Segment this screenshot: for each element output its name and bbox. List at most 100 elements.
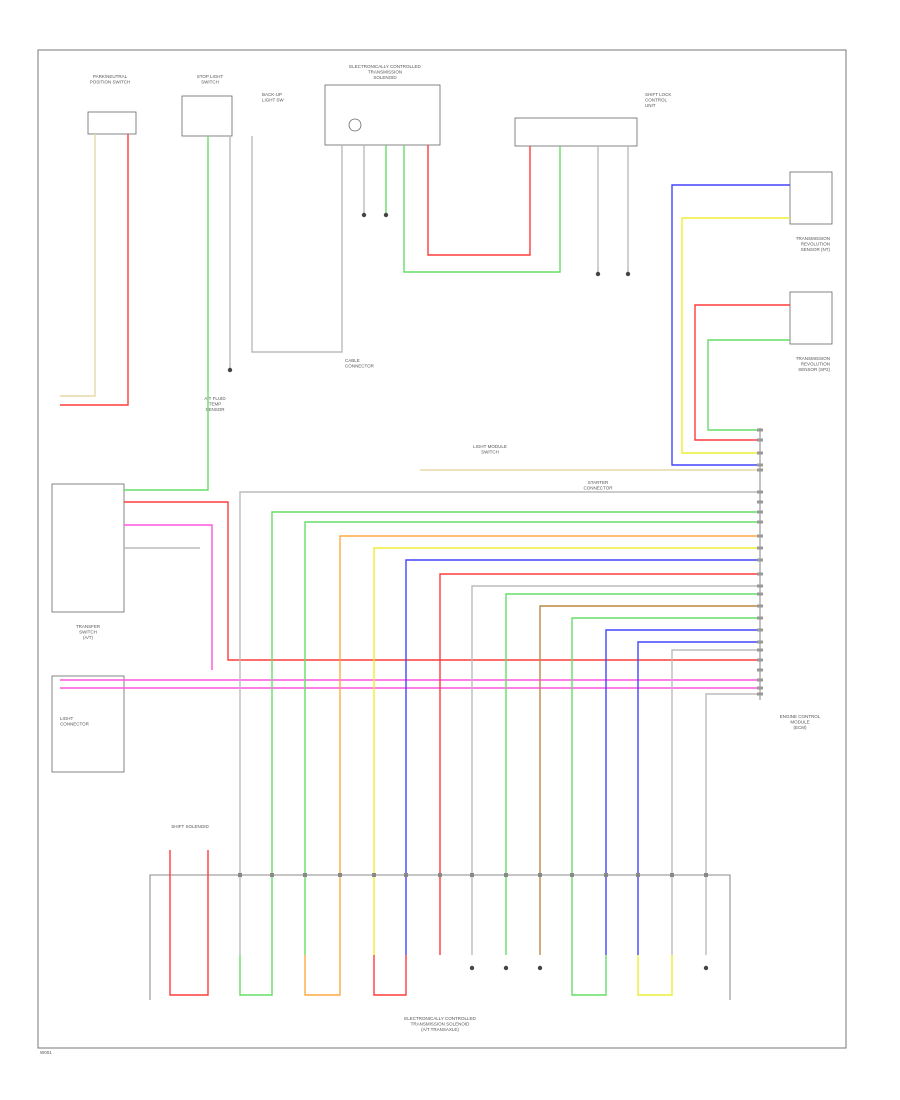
speed-sensor-2-box: [789, 291, 833, 345]
neutral-switch-box: [87, 111, 137, 135]
ecm-pin-16: [757, 604, 763, 608]
wire-sensor1-blue: [671, 184, 790, 466]
wire-backup-loop: [251, 136, 343, 353]
wire-sensor2-red: [694, 304, 790, 441]
page-frame: [37, 49, 847, 1049]
ecm-pin-2: [757, 438, 763, 442]
neutral-switch-label-line: POSITION SWITCH: [90, 80, 131, 85]
light-connector-box: [51, 675, 125, 773]
wire-solenoid-loop-1: [169, 850, 209, 996]
wire-ecm-solenoid-2: [271, 511, 760, 955]
starter-connector-label-line: CONNECTOR: [584, 486, 614, 491]
ecm-pin-20: [757, 648, 763, 652]
light-module-label-line: SWITCH: [481, 450, 499, 455]
wire-solenoid-loop-4: [373, 955, 407, 996]
ground-terminal: [361, 212, 367, 218]
shift-lever-box: [514, 117, 638, 147]
speed-sensor-2-label-line: SENSOR (SP2): [798, 367, 830, 372]
bottom-unit-label-line: TRANSMISSION SOLENOID: [411, 1022, 471, 1027]
solenoid-ground-2: [503, 965, 509, 971]
bottom-pin-8: [470, 873, 474, 877]
ecm-pin-14: [757, 584, 763, 588]
wire-sensor2-green: [707, 339, 790, 431]
bottom-pin-6: [404, 873, 408, 877]
wire-ecu-red-loop: [427, 145, 531, 256]
ecu-top-box: [324, 84, 441, 146]
ecm-label-line: ENGINE CONTROL: [780, 714, 821, 719]
ecm-pin-22: [757, 668, 763, 672]
bottom-pin-1: [238, 873, 242, 877]
ecm-pin-10: [757, 534, 763, 538]
speed-sensor-2-label-line: TRANSMISSION: [796, 356, 830, 361]
ecm-pin-19: [757, 640, 763, 644]
neutral-switch-label-line: PARK/NEUTRAL: [93, 74, 128, 79]
ground-terminal: [383, 212, 389, 218]
bottom-pin-11: [570, 873, 574, 877]
bottom-pin-14: [670, 873, 674, 877]
wire-ecm-solenoid-10: [539, 605, 760, 955]
light-connector-label-line: LIGHT: [60, 716, 74, 721]
bottom-pin-3: [303, 873, 307, 877]
bottom-pin-7: [438, 873, 442, 877]
bottom-pin-12: [604, 873, 608, 877]
ecm-pin-12: [757, 558, 763, 562]
shift-lever-label-line: UNIT: [645, 103, 656, 108]
wire-ecm-solenoid-13: [637, 641, 760, 955]
starter-connector-label-line: STARTER: [588, 480, 609, 485]
light-connector-label-line: CONNECTOR: [60, 722, 90, 727]
ecm-pin-9: [757, 520, 763, 524]
ecm-pin-25: [757, 692, 763, 696]
wire-ecm-solenoid-11: [571, 617, 760, 955]
atf-sensor-label-line: SENSOR: [205, 407, 225, 412]
ecm-label-line: MODULE: [790, 720, 809, 725]
ecu-top-label-line: ELECTRONICALLY CONTROLLED: [349, 64, 421, 69]
bottom-pin-10: [538, 873, 542, 877]
ecm-label-line: (ECM): [794, 725, 807, 730]
wire-solenoid-loop-5: [571, 955, 607, 996]
wire-ecm-solenoid-15: [705, 693, 760, 955]
wire-solenoid-loop-3: [304, 955, 341, 996]
bottom-pin-4: [338, 873, 342, 877]
ecm-pin-3: [757, 451, 763, 455]
cable-connector-label-line: CONNECTOR: [345, 364, 375, 369]
ecm-pin-18: [757, 628, 763, 632]
wire-ecm-solenoid-12: [605, 629, 760, 955]
wire-ecm-solenoid-3: [304, 521, 760, 955]
bottom-solenoid-label-line: SHIFT SOLENOID: [171, 824, 209, 829]
backup-switch-label-line: BACK-UP: [262, 92, 282, 97]
speed-sensor-2-label-line: REVOLUTION: [801, 362, 830, 367]
ecm-pin-13: [757, 572, 763, 576]
ecm-pin-4: [757, 463, 763, 467]
cable-connector-label-line: CABLE: [345, 358, 360, 363]
solenoid-ground-3: [537, 965, 543, 971]
speed-sensor-1-label-line: REVOLUTION: [801, 242, 830, 247]
solenoid-ground-4: [703, 965, 709, 971]
speed-sensor-1-box: [789, 171, 833, 225]
wire-ecm-solenoid-6: [405, 559, 760, 955]
bottom-pin-5: [372, 873, 376, 877]
ecm-pin-1: [757, 428, 763, 432]
transfer-switch-label-line: (A/T): [83, 635, 93, 640]
wire-ecu-green-loop: [403, 145, 561, 273]
bottom-pin-2: [270, 873, 274, 877]
ecu-top-sensor: [348, 118, 362, 132]
bottom-solenoid-label: SHIFT SOLENOID: [171, 824, 209, 829]
bottom-pin-15: [704, 873, 708, 877]
wire-neutral-red: [60, 134, 129, 406]
ecu-top-label-line: TRANSMISSION: [368, 70, 402, 75]
wire-ecm-solenoid-4: [339, 535, 760, 955]
bottom-pin-13: [636, 873, 640, 877]
wire-transfer-pink: [124, 524, 213, 670]
ecu-top-label-line: SOLENOID: [373, 75, 397, 80]
ground-terminal: [625, 271, 631, 277]
